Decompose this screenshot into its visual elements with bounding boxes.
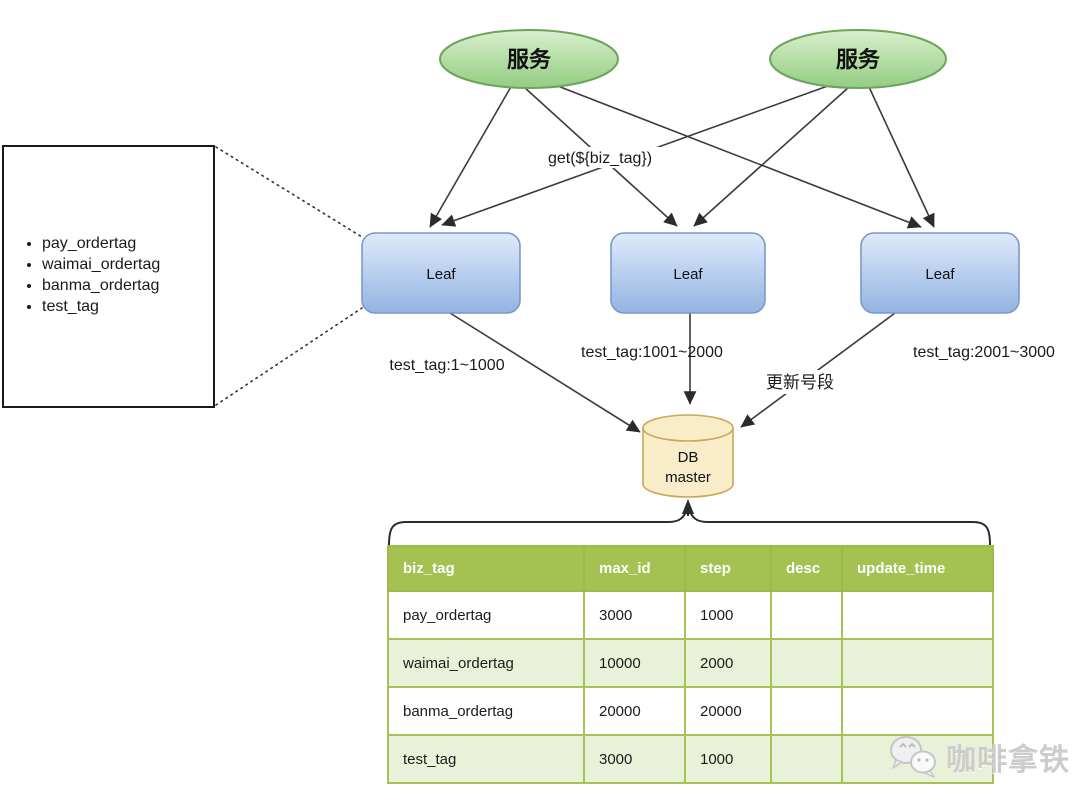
cell-step: 20000 [684,686,772,736]
leaf1-segment-label: test_tag:1~1000 [389,357,504,374]
cell-desc [770,734,843,784]
callout-dotted-connectors [215,146,363,406]
biz-tag-item: pay_ordertag [42,233,213,254]
update-segment-label: 更新号段 [766,373,834,392]
service-1-label: 服务 [507,47,552,72]
cell-max-id: 3000 [583,734,686,784]
cell-desc [770,686,843,736]
service-to-leaf-arrows [429,82,935,229]
biz-tag-item: test_tag [42,296,213,317]
biz-tag-list: pay_ordertag waimai_ordertag banma_order… [18,233,213,317]
cell-update-time [841,686,994,736]
leaf-node-1: Leaf [361,232,521,314]
table-row: banma_ordertag 20000 20000 [387,686,994,736]
cell-desc [770,638,843,688]
leaf2-segment-label: test_tag:1001~2000 [581,344,723,361]
get-request-label: get(${biz_tag}) [548,150,652,167]
leaf3-segment-label: test_tag:2001~3000 [913,344,1055,361]
service-node-1: 服务 [439,29,619,89]
cell-update-time [841,590,994,640]
db-master-cylinder: DB master [642,414,734,498]
cell-biz-tag: waimai_ordertag [387,638,585,688]
cell-biz-tag: pay_ordertag [387,590,585,640]
leaf-node-2: Leaf [610,232,766,314]
db-label-line1: DB [678,449,699,466]
col-header-desc: desc [770,545,843,592]
watermark-text: 咖啡拿铁 [946,744,1070,777]
leaf-2-label: Leaf [673,266,703,283]
watermark: 咖啡拿铁 [886,733,1070,781]
wechat-icon [890,736,936,778]
cell-step: 1000 [684,590,772,640]
col-header-biz-tag: biz_tag [387,545,585,592]
table-row: test_tag 3000 1000 [387,734,994,784]
cell-max-id: 20000 [583,686,686,736]
db-label-line2: master [665,469,711,486]
leaf-3-label: Leaf [925,266,955,283]
cell-step: 2000 [684,638,772,688]
leaf-node-3: Leaf [860,232,1020,314]
col-header-step: step [684,545,772,592]
col-header-max-id: max_id [583,545,686,592]
biz-tag-item: waimai_ordertag [42,254,213,275]
cell-biz-tag: banma_ordertag [387,686,585,736]
cell-max-id: 10000 [583,638,686,688]
cell-desc [770,590,843,640]
col-header-update-time: update_time [841,545,994,592]
segment-table: biz_tag max_id step desc update_time pay… [387,545,994,784]
biz-tag-item: banma_ordertag [42,275,213,296]
service-2-label: 服务 [836,47,881,72]
cell-update-time [841,638,994,688]
cell-step: 1000 [684,734,772,784]
table-row: pay_ordertag 3000 1000 [387,590,994,640]
service-node-2: 服务 [769,29,947,89]
table-row: waimai_ordertag 10000 2000 [387,638,994,688]
callout-box: pay_ordertag waimai_ordertag banma_order… [2,145,215,408]
table-header-row: biz_tag max_id step desc update_time [387,545,994,592]
edge-labels: get(${biz_tag}) test_tag:1~1000 test_tag… [389,147,1055,394]
table-to-db-brace [388,499,991,546]
leaf-1-label: Leaf [426,266,456,283]
cell-biz-tag: test_tag [387,734,585,784]
cell-max-id: 3000 [583,590,686,640]
